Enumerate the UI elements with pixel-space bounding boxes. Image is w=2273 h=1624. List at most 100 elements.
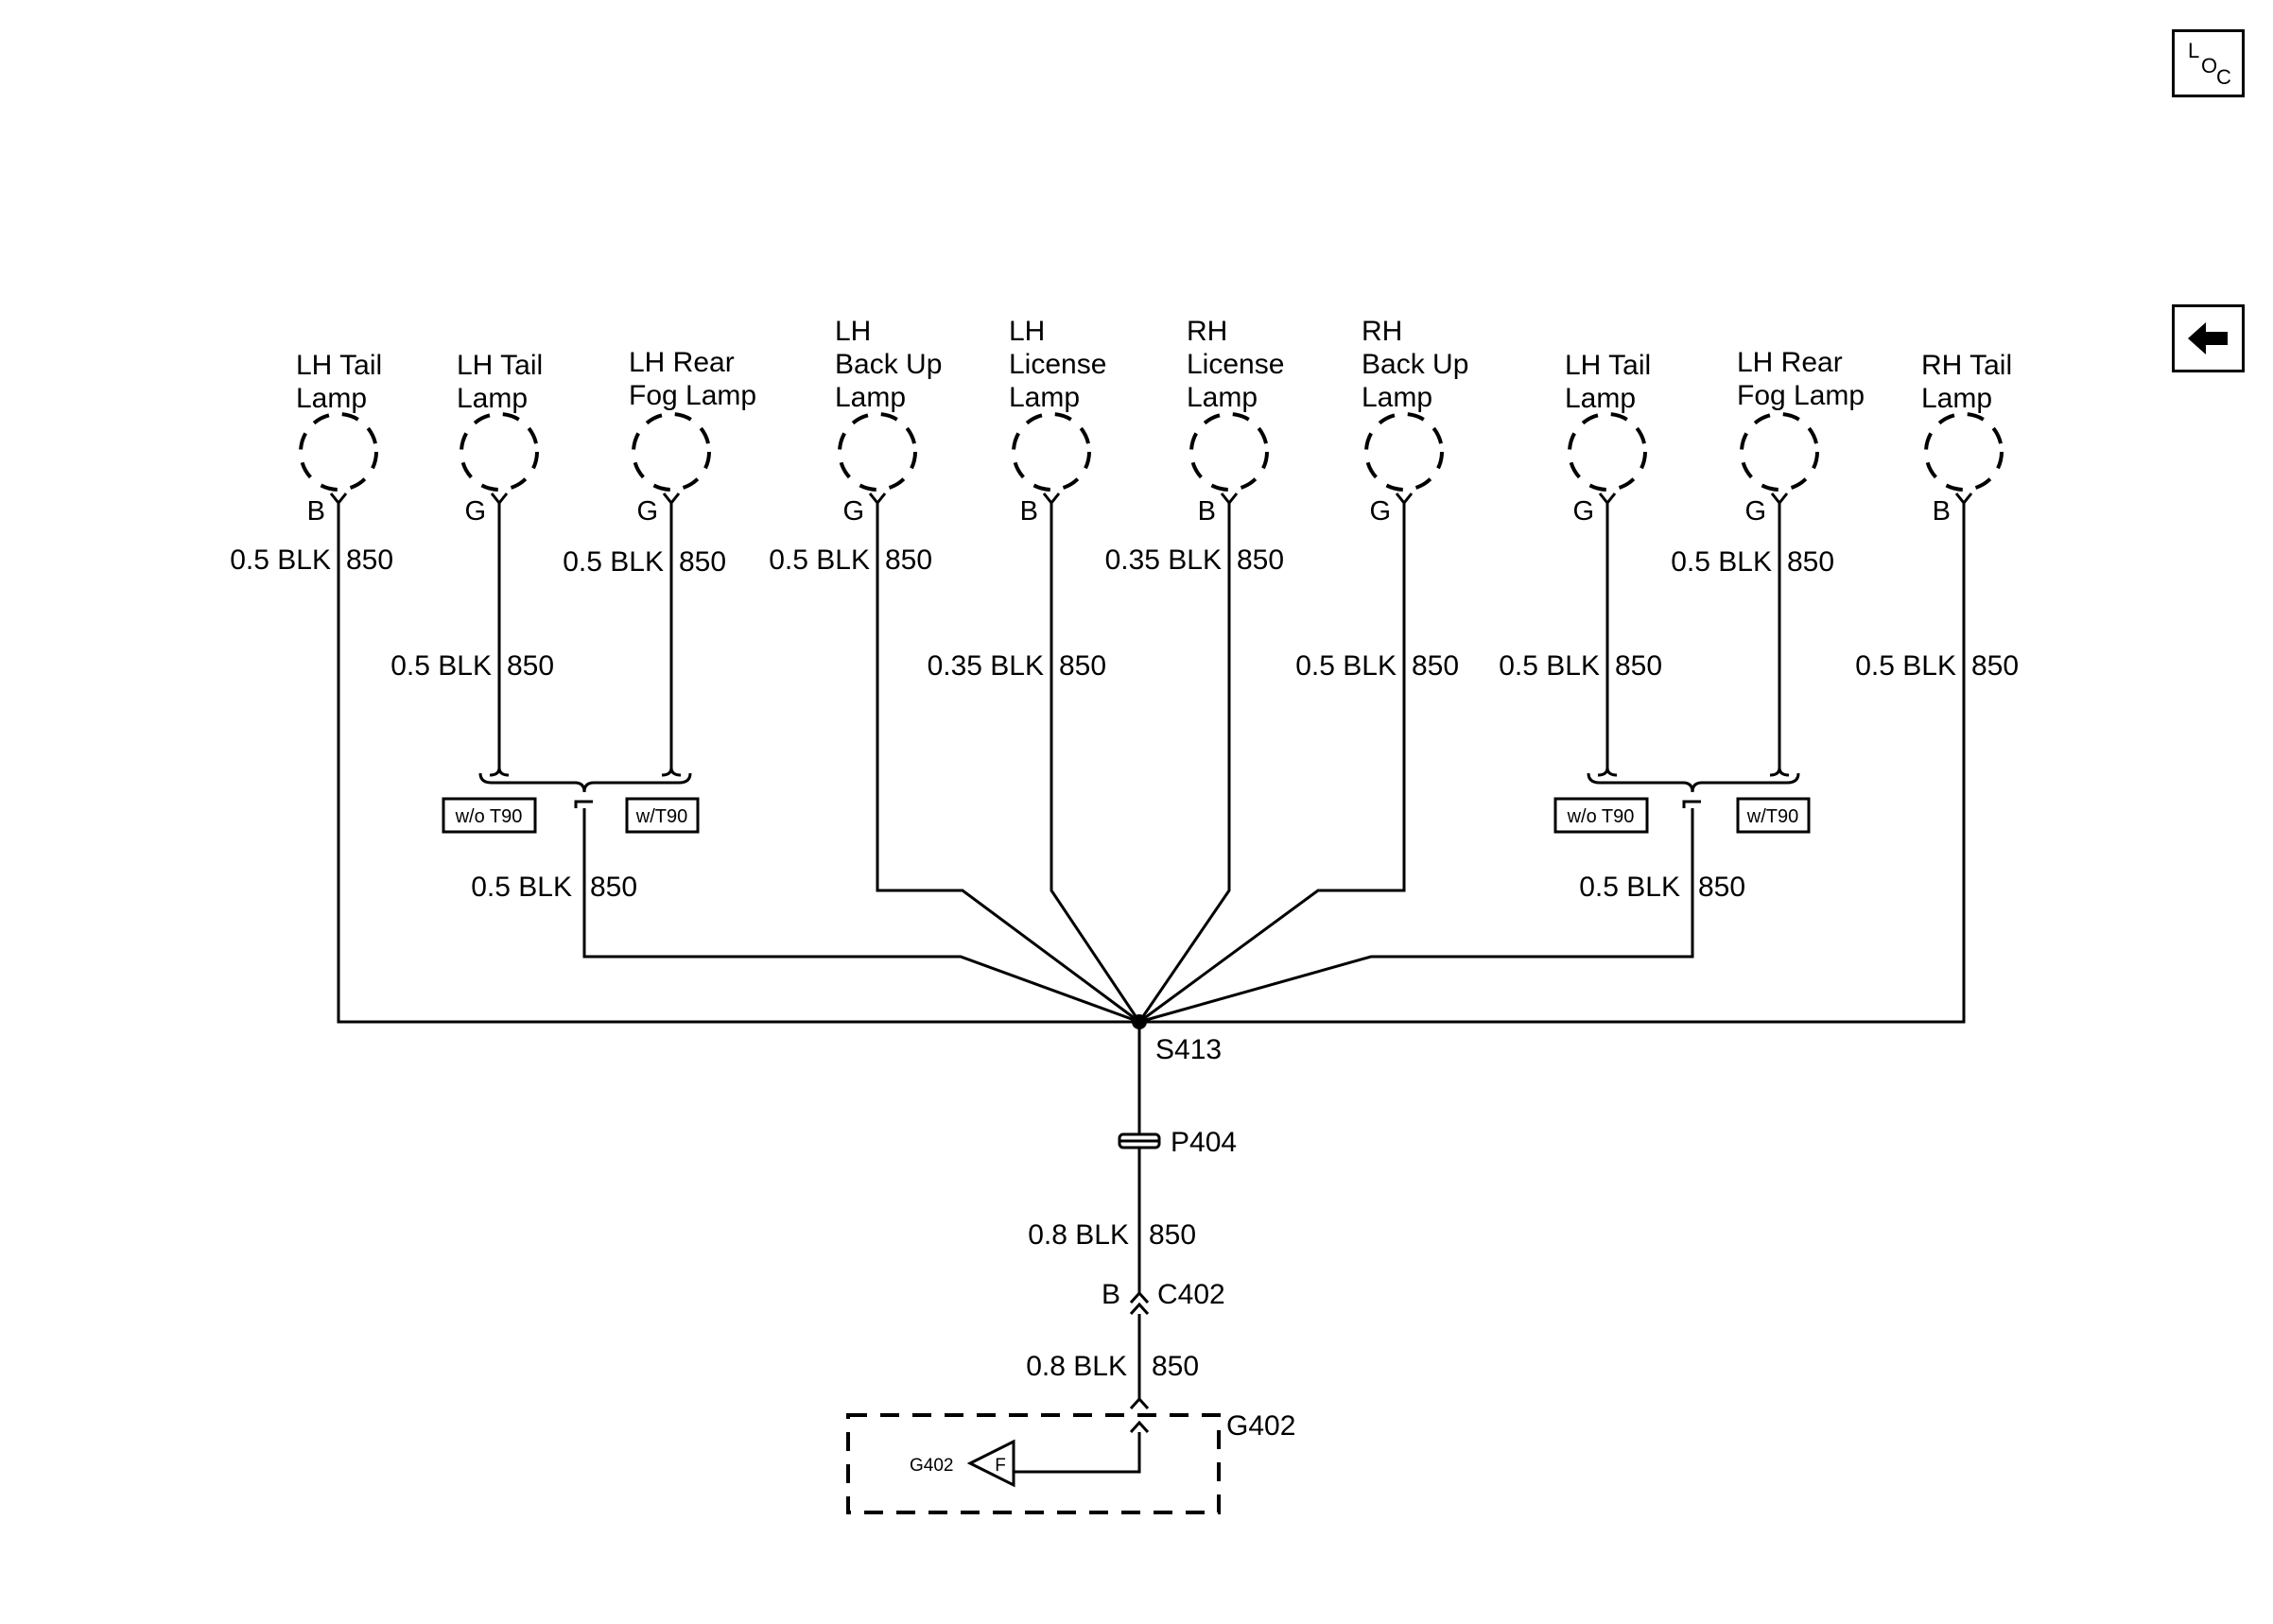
wire bbox=[1139, 503, 1966, 1024]
wire-labels: 0.5 BLK 850 0.5 BLK 850 0.5 BLK 850 0.5 BLK 850… bbox=[230, 544, 2019, 682]
ground-g402-connector bbox=[1129, 1396, 1150, 1434]
lamp-symbol bbox=[1924, 412, 2004, 492]
lamp-name-line: LH bbox=[835, 316, 871, 347]
lamp-name-line: Lamp bbox=[1362, 382, 1432, 413]
wire-circuit-label: 850 bbox=[1412, 650, 1459, 682]
lamp-pin-label: G bbox=[1369, 496, 1391, 527]
lamp-name-line: Lamp bbox=[1921, 383, 1992, 414]
wire-c402-circuit: 850 bbox=[1152, 1351, 1199, 1382]
wire bbox=[1050, 503, 1141, 1023]
wire bbox=[876, 503, 1140, 1024]
wire bbox=[1138, 503, 1406, 1024]
wire-circuit-label: 850 bbox=[885, 544, 932, 576]
lamp-name-line: Fog Lamp bbox=[629, 380, 756, 411]
option-tag-with-t90-left: w/T90 bbox=[625, 797, 700, 834]
lamp-symbol bbox=[1568, 412, 1647, 492]
lamp-pin-label: G bbox=[636, 496, 658, 527]
lamp-symbol bbox=[1012, 412, 1091, 492]
wire-c402-gauge: 0.8 BLK bbox=[1026, 1351, 1127, 1382]
wire-lines bbox=[337, 503, 1966, 1474]
connector-c402-pin: B bbox=[1102, 1279, 1120, 1310]
back-button[interactable] bbox=[2172, 304, 2245, 372]
lamp-pin-label: G bbox=[1744, 496, 1766, 527]
lamp-symbol bbox=[1740, 412, 1819, 492]
lamp-name-line: RH Tail bbox=[1921, 350, 2012, 381]
arrow-left-icon bbox=[2188, 322, 2228, 354]
lamp-symbol bbox=[460, 412, 539, 492]
svg-text:C: C bbox=[2216, 65, 2231, 89]
merge-wire-left-circuit: 850 bbox=[590, 872, 637, 903]
wire-gauge-label: 0.5 BLK bbox=[230, 544, 331, 576]
svg-text:w/T90: w/T90 bbox=[1746, 806, 1798, 827]
svg-text:w/o T90: w/o T90 bbox=[1567, 806, 1635, 827]
lamp-pin-label: G bbox=[1572, 496, 1594, 527]
lamp-symbol bbox=[1364, 412, 1444, 492]
location-button[interactable]: L O C bbox=[2172, 29, 2245, 97]
svg-text:L: L bbox=[2188, 39, 2199, 62]
lamp-pin-label: G bbox=[464, 496, 486, 527]
lamp-name-line: Back Up bbox=[835, 349, 942, 380]
lamp-name-line: LH Tail bbox=[1565, 350, 1651, 381]
wire-gauge-label: 0.5 BLK bbox=[1671, 546, 1772, 578]
lamp-name-line: Lamp bbox=[1565, 383, 1636, 414]
wire-gauge-label: 0.35 BLK bbox=[1105, 544, 1222, 576]
wire bbox=[337, 503, 1139, 1024]
wire-circuit-label: 850 bbox=[507, 650, 554, 682]
merge-wire-left-gauge: 0.5 BLK bbox=[471, 872, 572, 903]
wire-circuit-label: 850 bbox=[1059, 650, 1106, 682]
wire-gauge-label: 0.5 BLK bbox=[1295, 650, 1397, 682]
option-tag-without-t90-right: w/o T90 bbox=[1553, 797, 1649, 834]
wire-circuit-label: 850 bbox=[1787, 546, 1834, 578]
wire-gauge-label: 0.5 BLK bbox=[1855, 650, 1956, 682]
wire bbox=[582, 808, 1140, 1024]
lamp-symbol bbox=[299, 412, 378, 492]
lamp-symbol bbox=[632, 412, 711, 492]
lamp-symbol bbox=[838, 412, 917, 492]
wire bbox=[1014, 1432, 1141, 1474]
wire-circuit-label: 850 bbox=[346, 544, 393, 576]
lamp-name-line: Lamp bbox=[457, 383, 528, 414]
location-icon: L O C bbox=[2188, 39, 2231, 89]
connector-p404-symbol bbox=[1118, 1132, 1161, 1149]
splice-label: S413 bbox=[1155, 1034, 1222, 1065]
lamp-name-line: LH Rear bbox=[629, 347, 735, 378]
lamp-pin-label: G bbox=[842, 496, 864, 527]
wire-p404-circuit: 850 bbox=[1149, 1219, 1196, 1251]
svg-text:F: F bbox=[995, 1456, 1006, 1476]
wire-gauge-label: 0.5 BLK bbox=[1499, 650, 1600, 682]
svg-text:w/T90: w/T90 bbox=[635, 806, 687, 827]
wire-circuit-label: 850 bbox=[1971, 650, 2019, 682]
lamp-name-line: LH Tail bbox=[296, 350, 382, 381]
ground-g402-box bbox=[846, 1413, 1221, 1514]
ground-terminal-symbol: F bbox=[966, 1439, 1015, 1488]
lamp-name-line: LH Rear bbox=[1737, 347, 1843, 378]
merge-wire-right-circuit: 850 bbox=[1698, 872, 1745, 903]
svg-text:w/o T90: w/o T90 bbox=[455, 806, 523, 827]
option-tag-with-t90-right: w/T90 bbox=[1736, 797, 1811, 834]
connector-c402-symbol bbox=[1129, 1290, 1150, 1316]
wire bbox=[1137, 503, 1231, 1023]
wire-p404-gauge: 0.8 BLK bbox=[1028, 1219, 1129, 1251]
connector-c402-label: C402 bbox=[1157, 1279, 1225, 1310]
lamp-name-line: Lamp bbox=[296, 383, 367, 414]
merge-wire-right-gauge: 0.5 BLK bbox=[1579, 872, 1680, 903]
lamp-name-line: LH bbox=[1009, 316, 1045, 347]
lamp-pin-label: B bbox=[307, 496, 325, 527]
lamp-name-line: License bbox=[1187, 349, 1284, 380]
lamp-name-line: LH Tail bbox=[457, 350, 543, 381]
connector-p404-label: P404 bbox=[1171, 1127, 1237, 1158]
lamp-pin-label: B bbox=[1933, 496, 1951, 527]
option-tag-without-t90-left: w/o T90 bbox=[442, 797, 537, 834]
svg-text:O: O bbox=[2201, 54, 2217, 78]
wire-gauge-label: 0.5 BLK bbox=[390, 650, 492, 682]
lamp-name-line: Back Up bbox=[1362, 349, 1468, 380]
